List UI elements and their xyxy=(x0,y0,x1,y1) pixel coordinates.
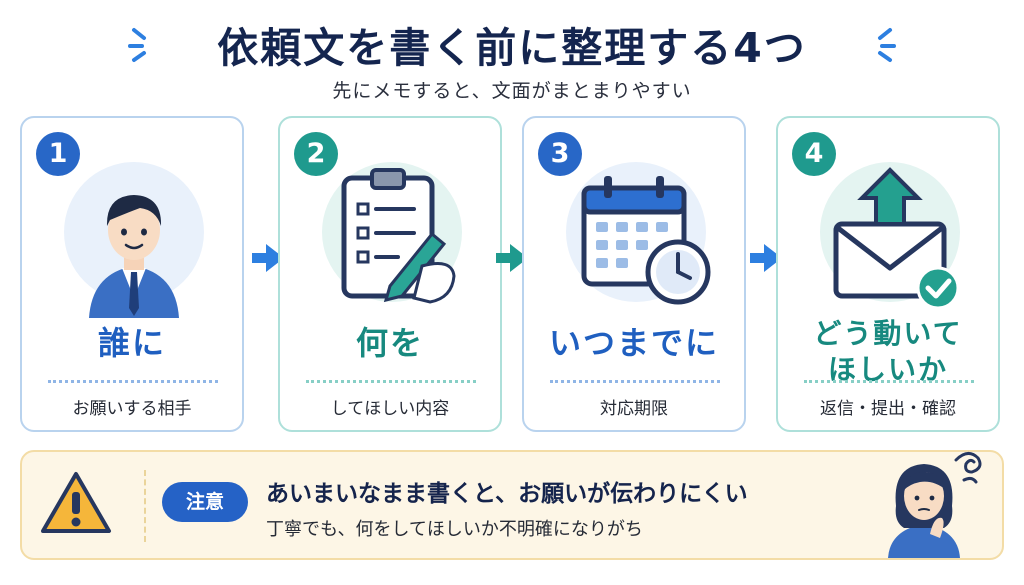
warning-icon xyxy=(41,472,111,533)
step-card-2: 2 何を してほしい内容 xyxy=(278,116,502,432)
calendar-clock-icon xyxy=(581,176,711,305)
caution-badge: 注意 xyxy=(162,482,248,522)
step-card-1: 1 誰に お願いする相手 xyxy=(20,116,244,432)
arrow-right-icon xyxy=(496,244,528,272)
dotted-divider xyxy=(550,380,720,383)
sparkle-right-icon xyxy=(878,28,896,62)
arrow-right-icon xyxy=(750,244,782,272)
businessman-icon xyxy=(89,195,179,318)
step-heading: いつまでに xyxy=(548,324,719,362)
step-number-badge: 2 xyxy=(294,132,338,176)
step-description: してほしい内容 xyxy=(330,399,450,419)
step-description: 返信・提出・確認 xyxy=(820,399,956,419)
arrow-right-icon xyxy=(252,244,284,272)
envelope-check-icon xyxy=(833,167,960,310)
step-number-badge: 1 xyxy=(36,132,80,176)
step-heading: 誰に xyxy=(97,324,166,362)
step-card-4: 4 どう動いて ほしいか 返信・提出・確認 xyxy=(776,116,1000,432)
dashed-divider xyxy=(144,470,146,542)
step-number-badge: 3 xyxy=(538,132,582,176)
notice-main-text: あいまいなまま書くと、お願いが伝わりにくい xyxy=(266,481,748,507)
confused-woman-icon xyxy=(888,452,982,558)
notice-panel: 注意 あいまいなまま書くと、お願いが伝わりにくい 丁寧でも、何をしてほしいか不明… xyxy=(20,450,1004,560)
notice-sub-text: 丁寧でも、何をしてほしいか不明確になりがち xyxy=(266,519,643,540)
clipboard-checklist-icon xyxy=(341,168,456,304)
dotted-divider xyxy=(306,380,476,383)
sparkle-left-icon xyxy=(128,28,146,62)
dotted-divider xyxy=(804,380,974,383)
step-description: お願いする相手 xyxy=(72,399,192,419)
step-heading: どう動いて ほしいか xyxy=(778,316,998,388)
step-description: 対応期限 xyxy=(600,399,668,419)
step-number-badge: 4 xyxy=(792,132,836,176)
step-card-3: 3 いつまでに 対応期限 xyxy=(522,116,746,432)
step-heading: 何を xyxy=(355,324,424,362)
page-subtitle: 先にメモすると、文面がまとまりやすい xyxy=(332,80,692,102)
header: 依頼文を書く前に整理する4つ xyxy=(0,8,1024,78)
dotted-divider xyxy=(48,380,218,383)
page-title: 依頼文を書く前に整理する4つ xyxy=(217,24,807,72)
step-heading-line1: どう動いて xyxy=(813,317,963,350)
